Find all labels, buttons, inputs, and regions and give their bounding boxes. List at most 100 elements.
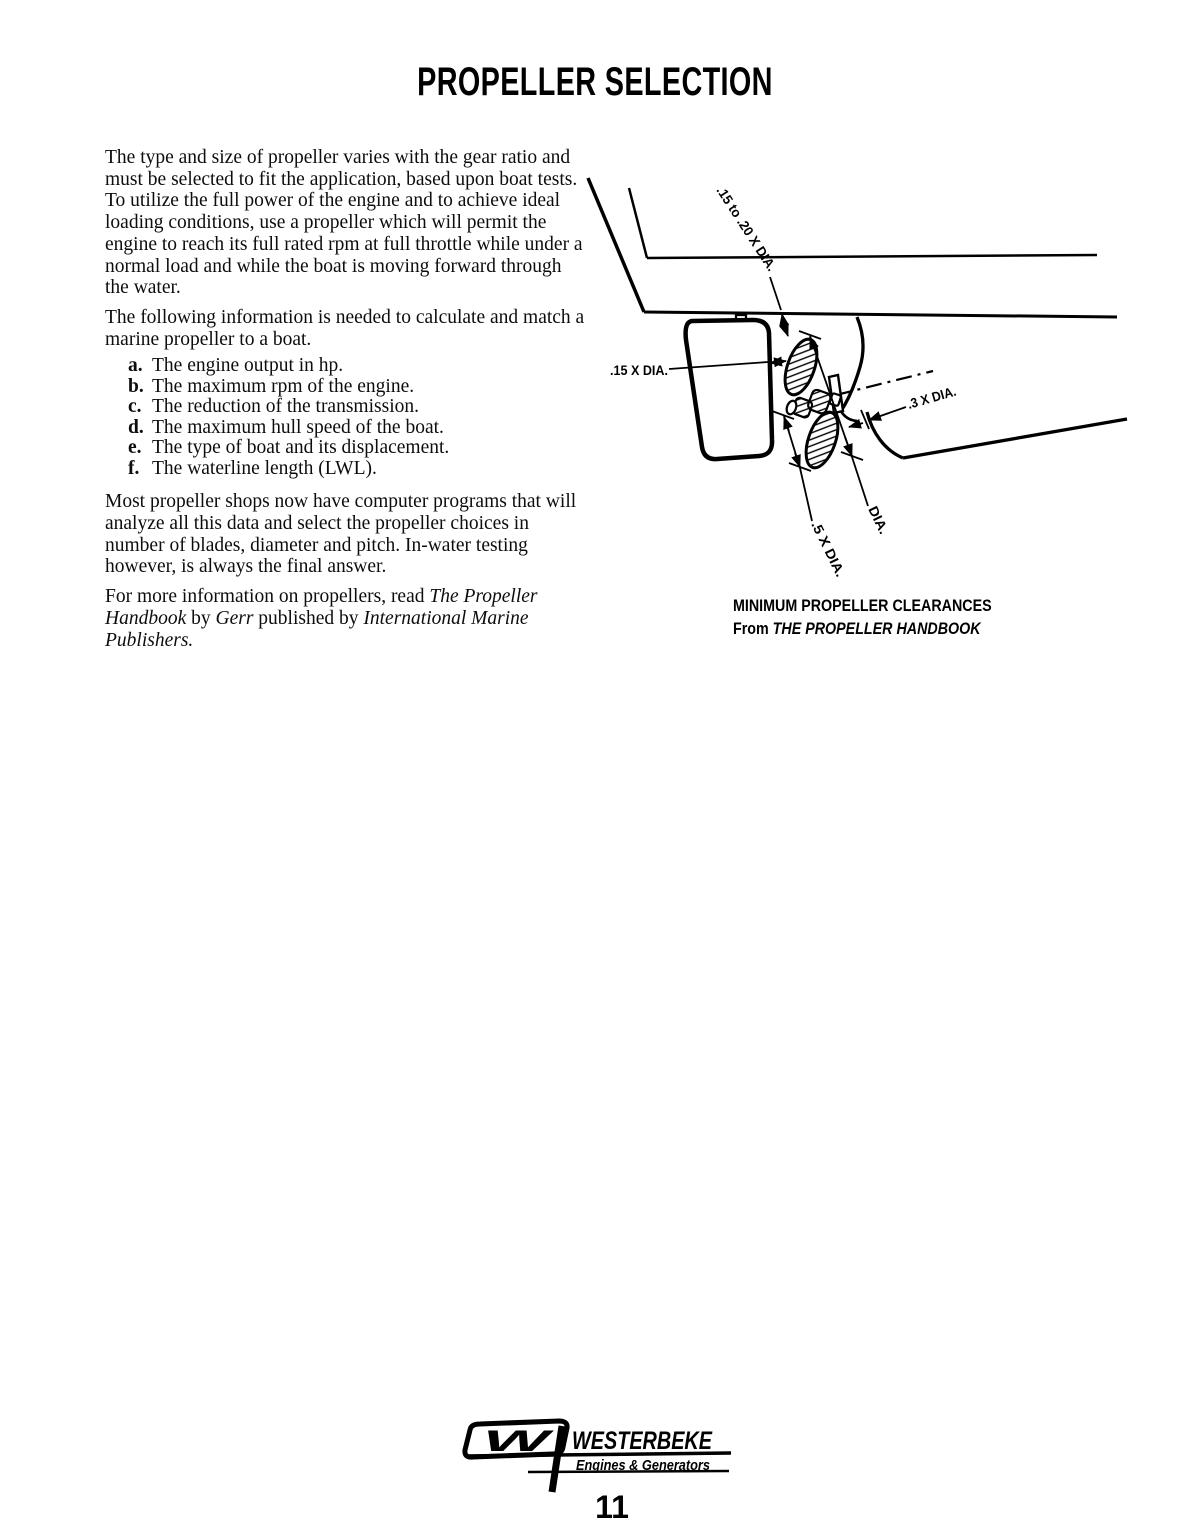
dim-leader: [668, 361, 769, 370]
dim-arrow-right: [773, 357, 787, 368]
paragraph-3: Most propeller shops now have computer p…: [105, 491, 585, 578]
list-item-text: The engine output in hp.: [152, 355, 344, 377]
list-item-marker: c.: [128, 396, 142, 418]
logo-rule-top: [465, 1451, 732, 1458]
text-line: Handbook by Gerr published by Internatio…: [105, 608, 585, 630]
book-title-run: The Propeller: [429, 586, 538, 608]
list-item-marker: d.: [128, 416, 144, 438]
publisher-run: Publishers.: [105, 629, 194, 651]
dim-arrow-down: [779, 323, 789, 337]
logo-tail-bar: [548, 1425, 566, 1493]
dim-rudder-clearance: [848, 406, 907, 430]
book-title-run: Handbook: [105, 607, 187, 629]
list-item-text: The type of boat and its displacement.: [152, 437, 450, 459]
list-item-marker: f.: [128, 457, 140, 479]
text-line: loading conditions, use a propeller whic…: [105, 212, 547, 234]
dim-tick: [788, 462, 812, 472]
text-line: The following information is needed to c…: [105, 306, 585, 328]
diagram-caption: MINIMUM PROPELLER CLEARANCES From THE PR…: [733, 596, 1033, 642]
propeller-blade-bottom: [804, 410, 840, 470]
page-title-text: PROPELLER SELECTION: [417, 60, 773, 104]
dim-label-rudder-clearance: .3 X DIA.: [906, 384, 958, 412]
dim-line: [809, 335, 853, 458]
caption-source-title: THE PROPELLER HANDBOOK: [772, 619, 981, 638]
dim-tick: [771, 410, 795, 420]
transom-inner-line: [627, 187, 649, 259]
list-item: e. The type of boat and its displacement.: [105, 438, 585, 459]
list-item-text: The waterline length (LWL).: [152, 457, 377, 479]
text-run: For more information on propellers, read: [105, 586, 430, 608]
logo-monogram: W: [483, 1425, 555, 1458]
dim-leader: [799, 467, 813, 522]
logo-brand-text: WESTERBEKE: [572, 1427, 713, 1455]
dim-bottom-clearance: [771, 410, 813, 522]
list-item: a.The engine output in hp.: [105, 356, 585, 377]
body-text-column: The type and size of propeller varies wi…: [105, 147, 585, 651]
dim-arrow-up: [809, 336, 819, 357]
page-number: 11: [595, 1489, 629, 1525]
list-item: b. The maximum rpm of the engine.: [105, 375, 585, 398]
hull-bottom-line: [643, 310, 1118, 319]
propeller-hub: [807, 388, 832, 415]
westerbeke-logo: W WESTERBEKE Engines & Generators: [462, 1418, 732, 1493]
dim-tick: [798, 330, 822, 340]
list-item: d. The maximum hull speed of the boat.: [105, 416, 585, 439]
dim-diameter: [798, 330, 869, 507]
list-item-text: The maximum rpm of the engine.: [152, 375, 415, 397]
dim-label-hull-clearance: .15 to .20 X DIA.: [713, 183, 779, 273]
dim-arrow-up: [779, 313, 790, 327]
keel-outline: [683, 317, 775, 462]
dim-arrow-left: [769, 356, 783, 367]
dim-arrow-left: [848, 418, 864, 429]
dim-arrow-up: [783, 416, 793, 432]
text-line: Most propeller shops now have computer p…: [105, 491, 577, 513]
text-line: The type and size of propeller varies wi…: [105, 147, 571, 168]
page-title: PROPELLER SELECTION: [0, 60, 1190, 105]
dim-leader-arrow: [868, 406, 907, 421]
text-line: To utilize the full power of the engine …: [105, 190, 561, 212]
text-line: engine to reach its full rated rpm at fu…: [105, 233, 583, 255]
publisher-run: International Marine: [363, 607, 529, 629]
shaft-centerline: [835, 369, 934, 397]
text-line: however, is always the final answer.: [105, 556, 387, 578]
dim-label-diameter: DIA.: [865, 504, 891, 537]
list-item: f. The waterline length (LWL).: [105, 457, 585, 480]
dim-label-bottom-clearance: .5 X DIA.: [808, 519, 848, 580]
caption-source-prefix: From: [733, 619, 773, 638]
dim-tick: [860, 409, 870, 430]
dim-hull-clearance: [769, 276, 790, 337]
dim-arrow-down: [791, 452, 801, 468]
dim-arrow-down: [843, 436, 853, 457]
dim-tick: [840, 451, 864, 461]
list-item-marker: e.: [128, 437, 142, 459]
text-line: marine propeller to a boat.: [105, 328, 312, 350]
list-item: c.The reduction of the transmission.: [105, 397, 585, 418]
list-item-marker: b.: [128, 375, 144, 397]
text-line: number of blades, diameter and pitch. In…: [105, 534, 528, 556]
dim-label-keel-clearance: .15 X DIA.: [610, 363, 668, 378]
propeller-clearance-diagram: .15 to .20 X DIA. .15 X DIA. .3 X DIA. D…: [586, 177, 1128, 580]
dim-leader: [851, 456, 869, 507]
aperture-forward-curve: [839, 316, 865, 412]
paragraph-4: For more information on propellers, read…: [105, 586, 585, 651]
propeller-nut-cap: [785, 399, 798, 416]
aperture-hook: [839, 410, 858, 423]
hull-outline: [586, 177, 1118, 319]
text-line: the water.: [105, 277, 181, 299]
propeller: [783, 337, 842, 470]
paragraph-2: The following information is needed to c…: [105, 307, 585, 350]
logo-rule-bottom: [527, 1469, 730, 1474]
text-line: must be selected to fit the application,…: [105, 168, 578, 190]
text-line: For more information on propellers, read…: [105, 586, 585, 608]
hull-top-line: [646, 253, 1098, 260]
text-line: analyze all this data and select the pro…: [105, 513, 529, 535]
text-run: by: [186, 607, 216, 629]
dim-leader: [769, 276, 782, 311]
text-run: published by: [253, 607, 364, 629]
caption-title: MINIMUM PROPELLER CLEARANCES: [733, 596, 992, 615]
list-item-text: The maximum hull speed of the boat.: [152, 416, 444, 438]
rudder-aperture: [839, 316, 1128, 460]
logo-tagline-text: Engines & Generators: [576, 1458, 710, 1474]
caption-line-1: MINIMUM PROPELLER CLEARANCES: [733, 596, 1033, 619]
